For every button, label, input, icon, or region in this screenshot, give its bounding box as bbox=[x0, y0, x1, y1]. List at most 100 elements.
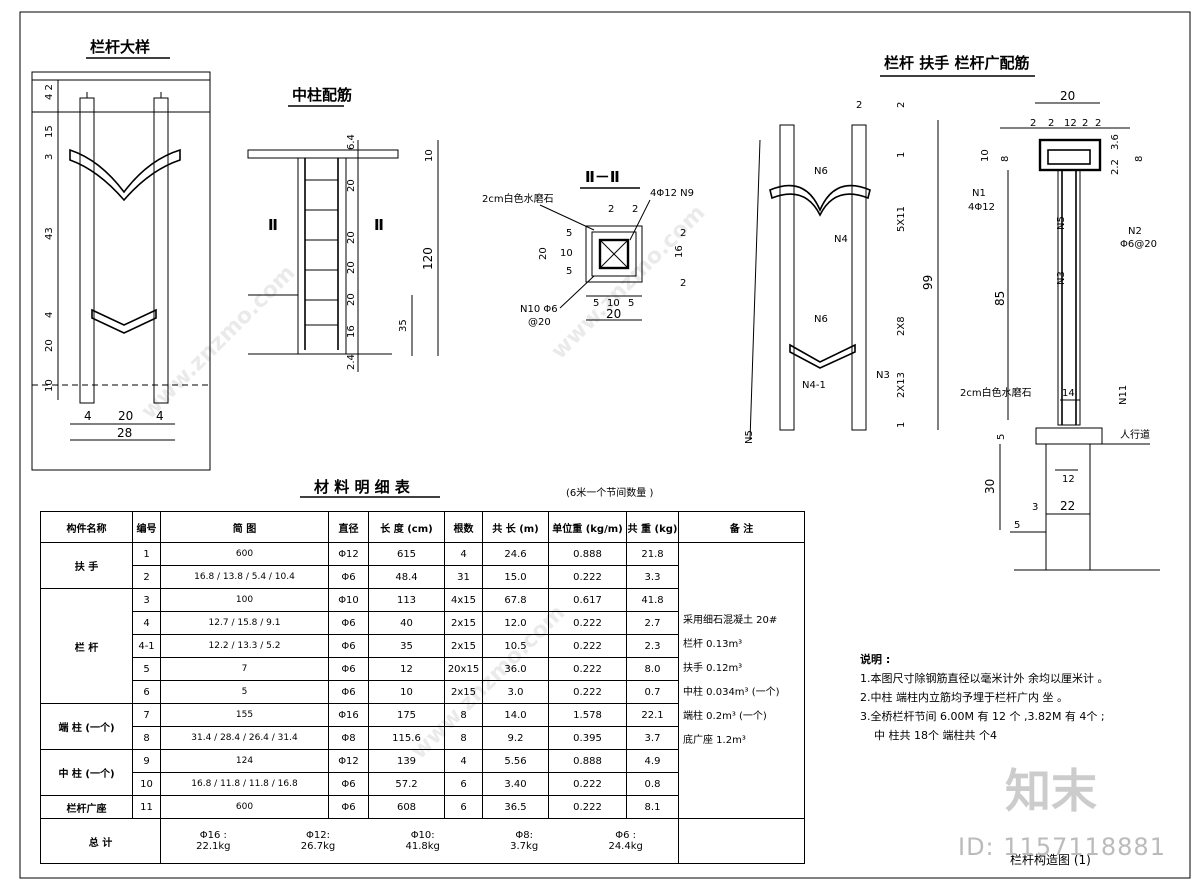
svg-text:N10 Φ6: N10 Φ6 bbox=[520, 304, 558, 315]
svg-text:20: 20 bbox=[606, 307, 621, 321]
table-cell-total-w: 22.1 bbox=[626, 703, 679, 727]
table-header-cell: 长 度 (cm) bbox=[368, 511, 445, 543]
totals-remark-empty bbox=[678, 818, 805, 864]
total-weight-value: 22.1kg bbox=[196, 841, 231, 852]
svg-text:14: 14 bbox=[1062, 388, 1075, 399]
table-cell-unit-w: 0.222 bbox=[548, 657, 627, 681]
member-name-cell: 栏 杆 bbox=[40, 588, 133, 704]
svg-text:35: 35 bbox=[398, 319, 409, 332]
svg-text:5: 5 bbox=[593, 298, 599, 309]
table-cell-unit-w: 0.888 bbox=[548, 542, 627, 566]
table-cell-len: 35 bbox=[368, 634, 445, 658]
svg-text:5: 5 bbox=[1014, 520, 1020, 531]
svg-text:3.6: 3.6 bbox=[1110, 134, 1121, 150]
svg-text:5X11: 5X11 bbox=[896, 206, 907, 232]
table-cell-unit-w: 0.222 bbox=[548, 680, 627, 704]
table-cell-dia: Φ16 bbox=[328, 703, 369, 727]
svg-text:N4-1: N4-1 bbox=[802, 380, 826, 391]
table-cell-sketch: 16.8 / 11.8 / 11.8 / 16.8 bbox=[160, 772, 329, 796]
table-cell-dia: Φ12 bbox=[328, 749, 369, 773]
table-cell-unit-w: 0.222 bbox=[548, 634, 627, 658]
railing-rebar-view: 栏杆 扶手 栏杆广配筋 N6 N4 N6 N4-1 N3 N5 2 2 1 5X… bbox=[744, 54, 1035, 444]
svg-text:15: 15 bbox=[44, 125, 55, 138]
table-cell-total-len: 24.6 bbox=[482, 542, 549, 566]
table-cell-no: 2 bbox=[132, 565, 161, 589]
table-cell-sketch: 155 bbox=[160, 703, 329, 727]
watermark-id: ID: 1157118881 bbox=[958, 833, 1166, 861]
remark-line: 扶手 0.12m³ bbox=[683, 662, 743, 674]
drawing-name: 栏杆构造图 (1) bbox=[1010, 852, 1091, 867]
svg-text:N6: N6 bbox=[814, 166, 828, 177]
svg-text:4 2: 4 2 bbox=[44, 84, 55, 100]
svg-text:2cm白色水磨石: 2cm白色水磨石 bbox=[960, 386, 1032, 399]
remark-line: 栏杆 0.13m³ bbox=[683, 638, 743, 650]
svg-text:2: 2 bbox=[1048, 118, 1054, 129]
svg-text:28: 28 bbox=[117, 426, 132, 440]
section-II-view: Ⅱ－Ⅱ 2cm白色水磨石 4Φ12 N9 N10 Φ6 @20 2 2 20 5… bbox=[482, 168, 694, 328]
svg-text:10: 10 bbox=[980, 149, 991, 162]
svg-text:10: 10 bbox=[560, 248, 573, 259]
svg-text:8: 8 bbox=[1134, 156, 1145, 162]
table-header-cell: 备 注 bbox=[678, 511, 805, 543]
member-name-cell: 栏杆广座 bbox=[40, 795, 133, 819]
table-cell-total-len: 67.8 bbox=[482, 588, 549, 612]
watermark-logo: 知末 bbox=[1005, 764, 1097, 818]
total-diameter-label: Φ12: bbox=[306, 830, 330, 841]
svg-text:1: 1 bbox=[896, 422, 907, 428]
total-weight-value: 3.7kg bbox=[510, 841, 539, 852]
svg-text:人行道: 人行道 bbox=[1120, 428, 1150, 441]
table-cell-len: 608 bbox=[368, 795, 445, 819]
svg-text:2X13: 2X13 bbox=[896, 372, 907, 398]
svg-text:2cm白色水磨石: 2cm白色水磨石 bbox=[482, 192, 554, 205]
table-cell-len: 10 bbox=[368, 680, 445, 704]
notes-heading: 说明 : bbox=[860, 653, 891, 666]
table-cell-dia: Φ6 bbox=[328, 772, 369, 796]
svg-text:2: 2 bbox=[856, 100, 862, 111]
remark-line: 中柱 0.034m³ (一个) bbox=[683, 686, 780, 698]
totals-label: 总 计 bbox=[40, 818, 161, 864]
svg-text:20: 20 bbox=[346, 293, 357, 306]
table-cell-total-w: 2.3 bbox=[626, 634, 679, 658]
table-cell-sketch: 7 bbox=[160, 657, 329, 681]
table-cell-total-len: 36.5 bbox=[482, 795, 549, 819]
table-cell-no: 7 bbox=[132, 703, 161, 727]
total-diameter-label: Φ16 : bbox=[199, 830, 227, 841]
svg-text:N3: N3 bbox=[876, 370, 890, 381]
table-cell-sketch: 5 bbox=[160, 680, 329, 704]
svg-text:10: 10 bbox=[424, 149, 435, 162]
svg-text:2: 2 bbox=[896, 102, 907, 108]
table-cell-no: 3 bbox=[132, 588, 161, 612]
table-cell-count: 6 bbox=[444, 772, 483, 796]
svg-text:2: 2 bbox=[608, 204, 614, 215]
svg-text:4Φ12: 4Φ12 bbox=[968, 202, 995, 213]
svg-text:8: 8 bbox=[1000, 156, 1011, 162]
table-cell-no: 4-1 bbox=[132, 634, 161, 658]
table-cell-sketch: 600 bbox=[160, 795, 329, 819]
svg-text:5: 5 bbox=[566, 228, 572, 239]
table-cell-dia: Φ6 bbox=[328, 634, 369, 658]
svg-text:1: 1 bbox=[896, 152, 907, 158]
svg-text:10: 10 bbox=[607, 298, 620, 309]
railing-detail-title: 栏杆大样 bbox=[90, 38, 150, 56]
table-cell-sketch: 124 bbox=[160, 749, 329, 773]
svg-text:3: 3 bbox=[1032, 502, 1038, 513]
table-cell-len: 113 bbox=[368, 588, 445, 612]
svg-text:30: 30 bbox=[983, 479, 997, 494]
table-cell-total-len: 14.0 bbox=[482, 703, 549, 727]
railing-detail-view: 栏杆大样 4 2 15 3 43 4 20 10 4 20 4 28 bbox=[31, 38, 211, 471]
svg-text:20: 20 bbox=[346, 179, 357, 192]
table-cell-sketch: 600 bbox=[160, 542, 329, 566]
mid-post-rebar-view: 中柱配筋 Ⅱ Ⅱ 6.4 20 20 20 20 16 2.4 10 120 3… bbox=[247, 86, 439, 372]
railing-rebar-title: 栏杆 扶手 栏杆广配筋 bbox=[884, 54, 1029, 72]
svg-text:2.4: 2.4 bbox=[346, 354, 357, 370]
table-cell-count: 2x15 bbox=[444, 611, 483, 635]
table-cell-total-w: 0.8 bbox=[626, 772, 679, 796]
svg-text:N1: N1 bbox=[972, 188, 986, 199]
table-cell-dia: Φ6 bbox=[328, 795, 369, 819]
svg-text:N5: N5 bbox=[744, 430, 755, 444]
